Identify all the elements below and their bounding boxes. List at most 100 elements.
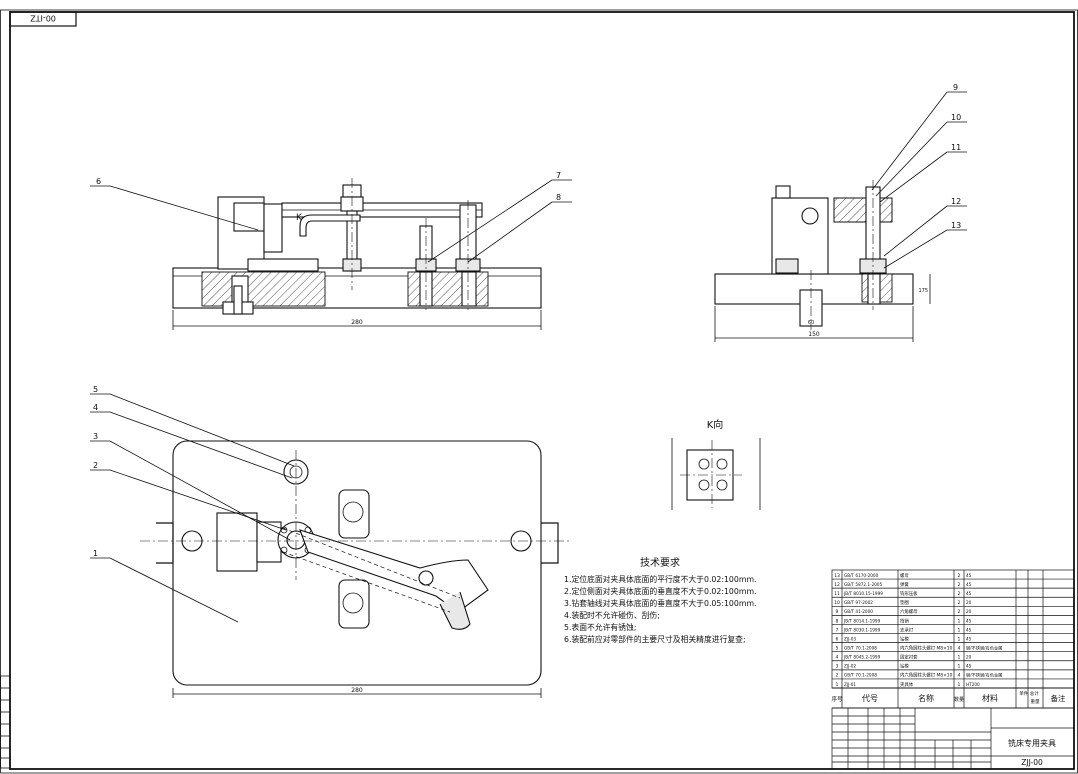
bom-cell-material: 45 [966,618,972,623]
bom-cell-name: 钩形压板 [900,590,918,597]
dim-side-width: 150 [808,331,820,338]
dim-front-length: 280 [351,319,363,326]
bom-cell-code: JB/T 8045.2-1999 [843,655,881,660]
balloon-8: 8 [556,193,561,202]
bom-cell-name: 支承钉 [900,626,914,633]
bom-cell-qty: 2 [958,591,961,597]
bom-h-qty: 数量 [954,696,964,703]
bom-cell-name: 六角螺母 [900,608,918,615]
bom-h-remark: 备注 [1051,693,1067,703]
bom-cell-qty: 1 [958,664,961,670]
bom-cell-name: 夹具体 [900,681,914,688]
front-hatch-left [201,271,326,307]
bom-cell-no: 12 [834,582,840,588]
balloon-4: 4 [93,403,98,412]
balloon-12: 12 [951,197,961,206]
balloon-5: 5 [93,385,98,394]
bom-cell-material: 20 [966,655,972,660]
bom-cell-name: 钻模 [900,663,909,670]
bom-cell-code: JB/T 8010.15-1999 [843,591,883,596]
bom-cell-qty: 2 [958,600,961,606]
bom-cell-qty: 1 [958,655,961,661]
bom-cell-code: JB/T 8030.1-1999 [843,627,881,632]
bom-cell-qty: 2 [958,573,961,579]
code-stamp-box [9,11,77,27]
bom-cell-code: GB/T 97-2002 [844,600,873,605]
balloon-11: 11 [951,143,961,152]
bom-cell-no: 6 [836,636,839,642]
bom-cell-qty: 2 [958,582,961,588]
balloon-3: 3 [93,432,98,441]
bom-cell-code: ZJJ-03 [844,636,856,641]
k-view: K向 [671,418,761,510]
bom-h-material: 材料 [982,693,998,703]
bom-cell-material: 45 [966,573,972,578]
k-view-label: K向 [707,418,724,431]
technical-notes: 技术要求 1.定位底面对夹具体底面的平行度不大于0.02:100mm. 2.定位… [564,556,757,644]
dim-plan-length: 280 [351,687,363,694]
bom-cell-name: 固定衬套 [900,654,918,661]
bom-cell-code: JB/T 8014.1-1999 [843,618,881,623]
balloon-1: 1 [93,549,98,558]
bom-h-weight-sub: 重量 [1031,698,1040,705]
bom-h-weight: 单件 总计 [1019,690,1039,697]
bom-cell-no: 5 [836,645,839,651]
bom-cell-name: 钻模 [900,635,909,642]
left-margin-strips [0,675,11,769]
bom-cell-qty: 4 [958,673,961,679]
bom-cell-code: GB/T 5872.1-2005 [844,582,883,587]
balloon-7: 7 [556,171,561,180]
bom-cell-code: GB/T 6170-2000 [844,573,879,578]
front-view: 280 K [172,178,542,330]
bom-cell-no: 10 [834,600,840,606]
note-4: 4.装配时不允许碰伤、刮伤; [564,610,660,620]
bom-cell-qty: 1 [958,636,961,642]
bom-cell-name: 弹簧 [900,581,909,588]
bom-cell-material: HT200 [966,682,980,687]
bom-cell-code: ZJJ-02 [844,664,856,669]
bom-cell-material: 20 [966,600,972,605]
bom-cell-name: 垫圈 [900,599,909,606]
marker-k: K [296,213,303,223]
bom-cell-no: 11 [834,591,840,597]
bom-cell-qty: 4 [958,645,961,651]
balloon-6: 6 [96,177,101,186]
balloon-leaders [90,91,967,623]
note-2: 2.定位侧面对夹具体底面的垂直度不大于0.02:100mm. [564,586,757,596]
drawing-code: ZJJ-00 [1021,758,1043,767]
bom-h-code: 代号 [862,693,878,703]
inner-frame [9,11,1075,770]
bom-cell-code: ZJJ-01 [844,682,856,687]
bom-cell-qty: 1 [958,682,961,688]
balloon-numbers: 6 1 2 3 4 5 7 8 9 10 11 12 13 [93,83,961,558]
code-stamp: 00-ITZ [30,14,56,23]
note-1: 1.定位底面对夹具体底面的平行度不大于0.02:100mm. [564,574,757,584]
balloon-9: 9 [953,83,958,92]
bom-cell-material: 20 [966,609,972,614]
bom-cell-no: 4 [836,655,839,661]
bom-cell-code: GB/T 41-2000 [844,609,873,614]
note-3: 3.钻套轴线对夹具体底面的垂直度不大于0.05:100mm. [564,598,757,608]
bom-cell-material: 45 [966,636,972,641]
drawing-title: 铣床专用夹具 [1008,738,1056,748]
bom-cell-material: 45 [966,591,972,596]
title-block: 铣床专用夹具 ZJJ-00 [831,707,1075,770]
balloon-2: 2 [93,461,98,470]
bom-cell-name: 内六角圆柱头螺钉 M8×10 [900,644,953,651]
bom-cell-no: 13 [834,573,840,579]
bom-cell-material: 45 [966,664,972,669]
bom-cell-no: 1 [836,682,839,688]
bom-cell-no: 2 [836,673,839,679]
bom-h-no: 序号 [831,695,843,703]
plan-view: 280 [140,440,570,698]
bom-cell-no: 9 [836,609,839,615]
bom-cell-material: 钢/不锈钢/有色金属 [966,672,1002,679]
bom-cell-name: 螺母 [900,572,909,579]
bom-cell-no: 8 [836,618,839,624]
bom-cell-qty: 1 [958,618,961,624]
side-view: 150 60 175 [714,180,931,342]
balloon-13: 13 [951,221,961,230]
bom-cell-qty: 2 [958,609,961,615]
